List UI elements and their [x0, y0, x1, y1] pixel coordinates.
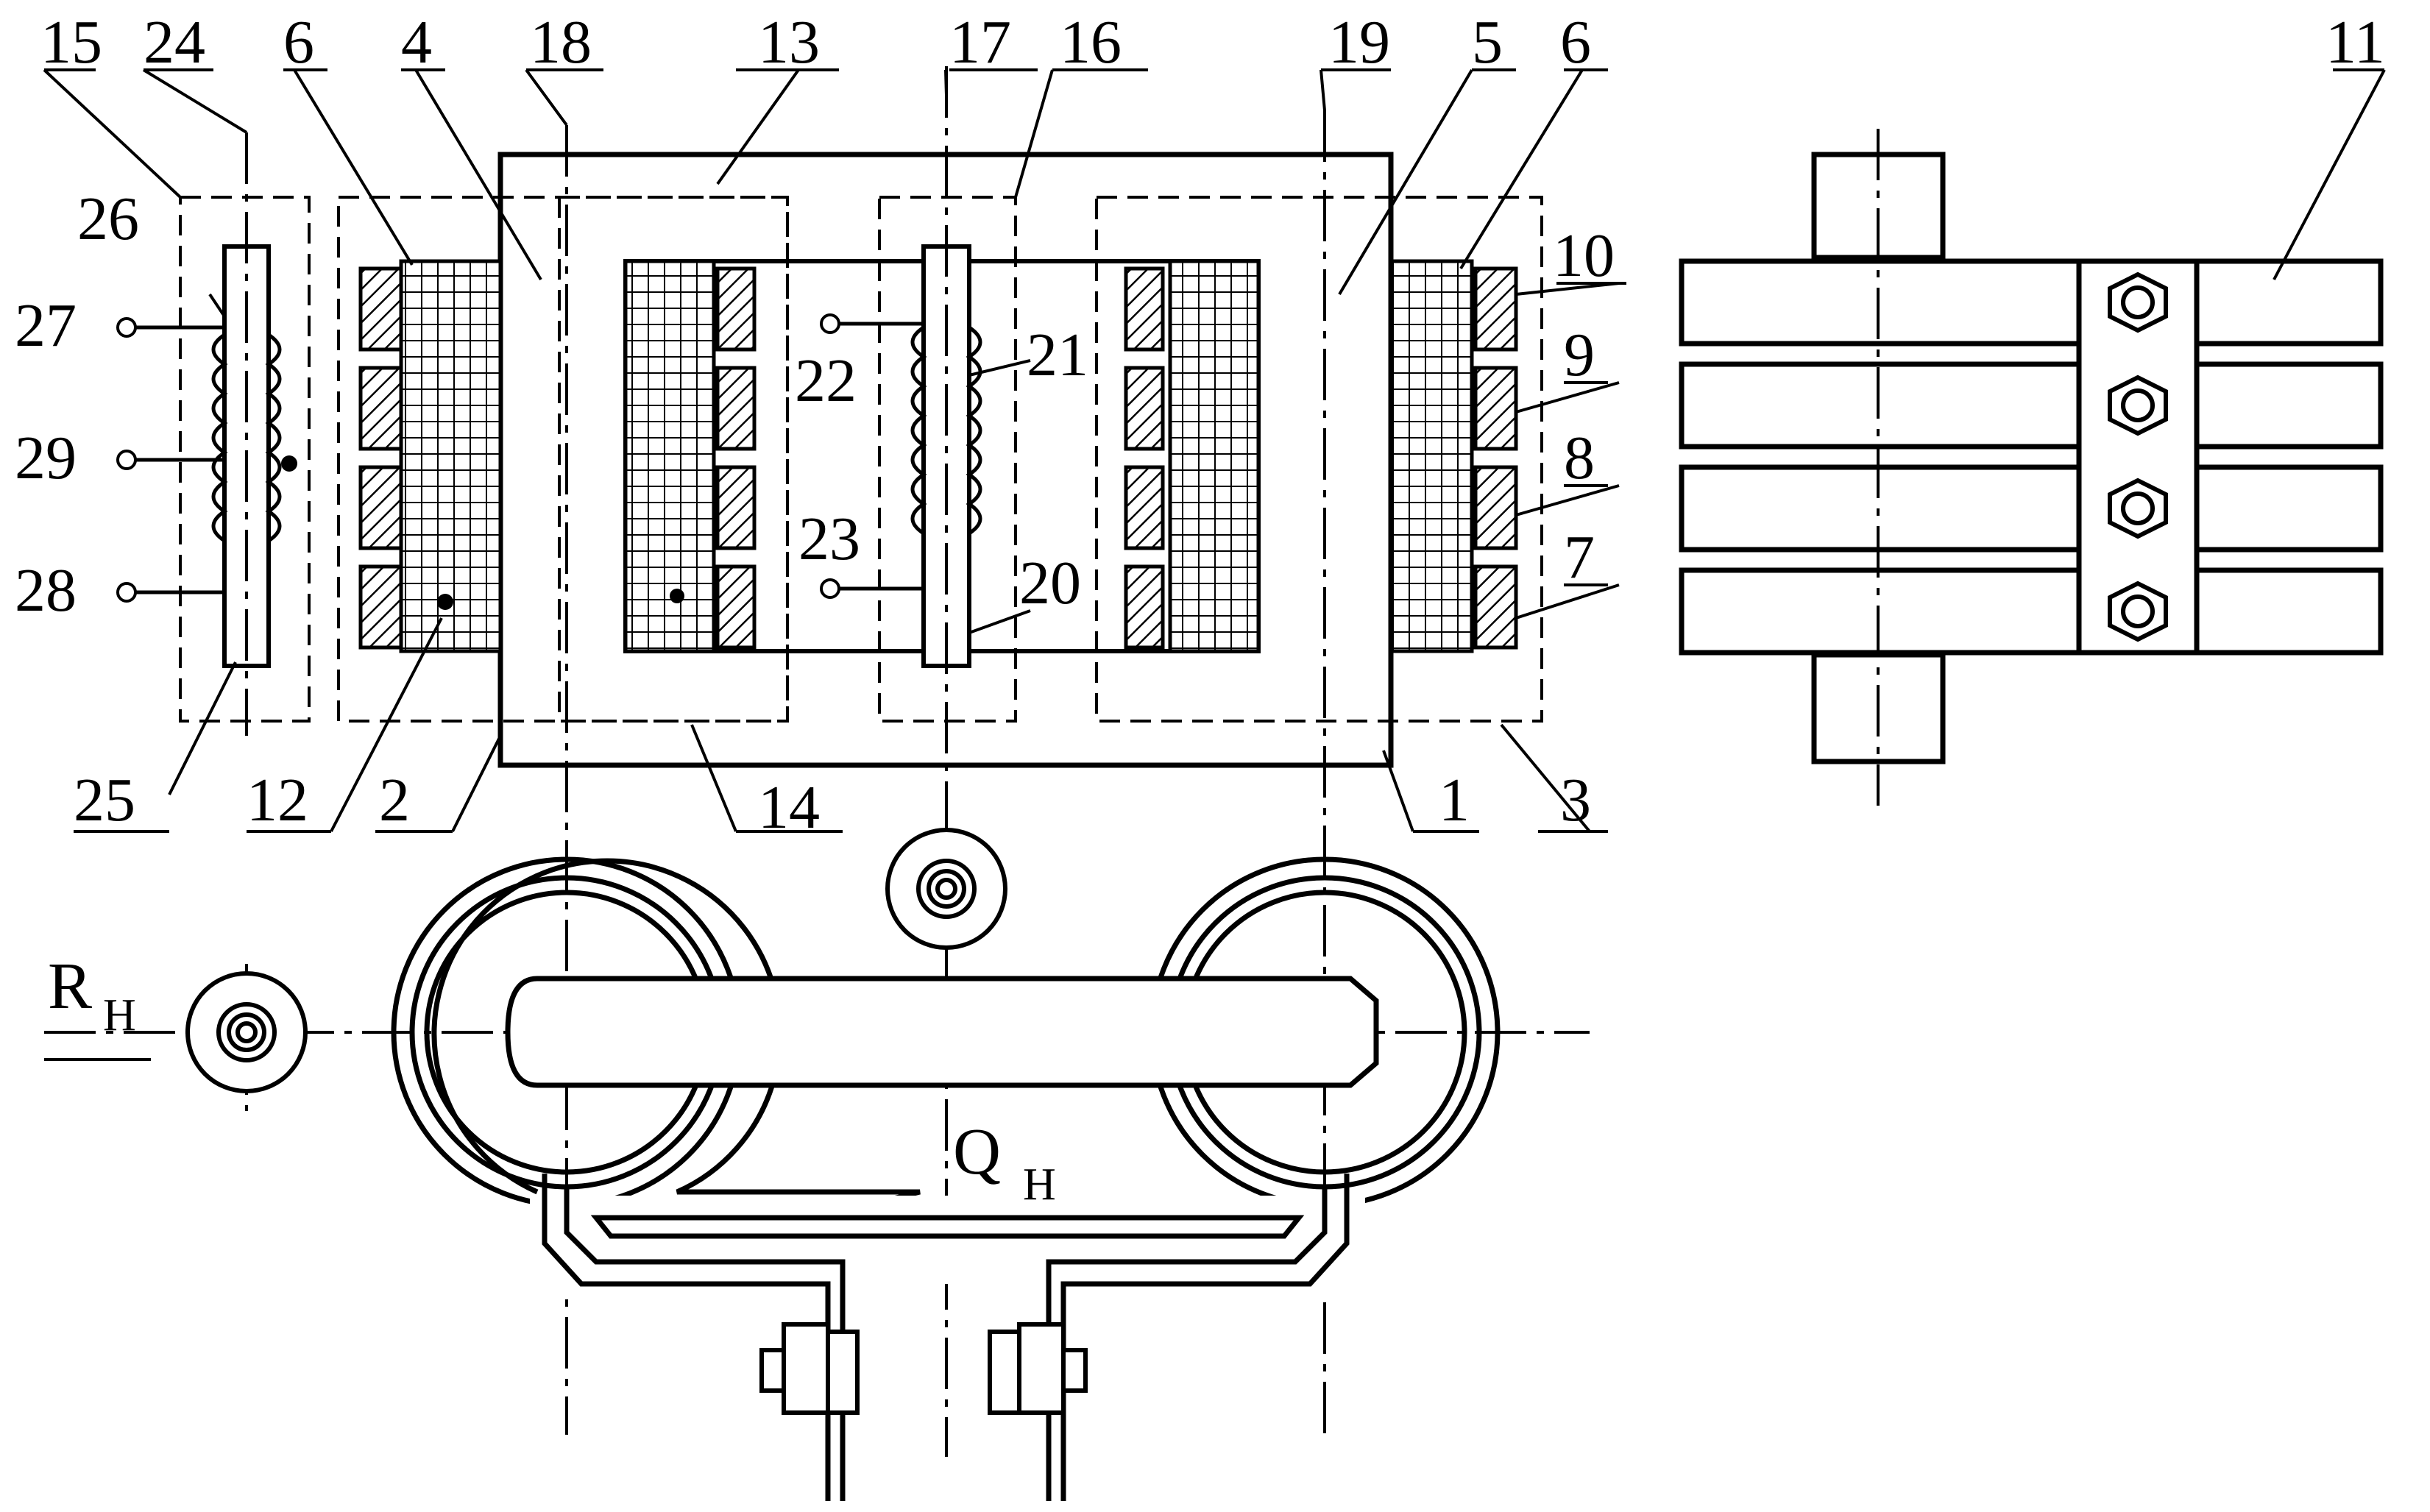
- inner-left-winding: [623, 259, 716, 653]
- terminal-28: [116, 582, 137, 603]
- left-rod-assembly: [116, 244, 297, 668]
- label-6-right: 6: [1560, 8, 1591, 77]
- label-13: 13: [758, 8, 820, 77]
- label-underlines: [44, 68, 2384, 833]
- symbol-labels: R H Q H: [48, 950, 1056, 1210]
- symbol-r: R: [48, 950, 92, 1023]
- label-8: 8: [1564, 424, 1595, 492]
- label-28: 28: [15, 556, 77, 625]
- label-14: 14: [758, 773, 820, 842]
- label-12: 12: [247, 766, 308, 834]
- label-6-left: 6: [283, 8, 314, 77]
- leader-lines: [43, 68, 2386, 1061]
- label-9: 9: [1564, 321, 1595, 389]
- label-16: 16: [1060, 8, 1122, 77]
- outer-left-winding: [358, 259, 503, 653]
- center-coil: [910, 325, 982, 536]
- label-26: 26: [77, 185, 139, 253]
- inner-left-sections: [715, 266, 757, 650]
- label-5: 5: [1472, 8, 1503, 77]
- terminal-23: [820, 578, 840, 599]
- label-7: 7: [1564, 523, 1595, 592]
- label-18: 18: [530, 8, 592, 77]
- label-11: 11: [2325, 8, 2385, 77]
- busbar-bolts: [2108, 271, 2168, 642]
- label-1: 1: [1439, 766, 1470, 834]
- left-round-terminal: [185, 971, 308, 1093]
- inner-right-winding: [1168, 259, 1261, 653]
- connecting-bar: [505, 976, 1379, 1088]
- terminal-22: [820, 313, 840, 334]
- symbol-q: Q: [953, 1115, 1001, 1188]
- label-21: 21: [1027, 321, 1088, 389]
- terminal-27: [116, 317, 137, 338]
- label-25: 25: [74, 766, 135, 834]
- label-24: 24: [144, 8, 205, 77]
- label-23: 23: [798, 505, 860, 573]
- label-17: 17: [949, 8, 1011, 77]
- label-4: 4: [401, 8, 432, 77]
- inner-right-sections: [1124, 266, 1165, 650]
- outer-right-winding: [1389, 259, 1518, 653]
- label-27: 27: [15, 291, 77, 360]
- busbar-assembly: [1679, 152, 2384, 764]
- reference-labels: 15 24 6 4 18 13 17 16 19 5 6 11 26 10 27…: [15, 8, 2385, 842]
- clamp-body: [530, 1196, 1365, 1383]
- label-29: 29: [15, 424, 77, 492]
- label-22: 22: [795, 347, 857, 415]
- bottom-bolts: [759, 1322, 1088, 1415]
- terminal-29: [116, 450, 137, 470]
- label-20: 20: [1019, 549, 1081, 617]
- symbol-q-subscript: H: [1023, 1160, 1056, 1210]
- label-19: 19: [1328, 8, 1390, 77]
- label-3: 3: [1560, 766, 1591, 834]
- top-round-terminal: [885, 828, 1007, 950]
- symbol-r-subscript: H: [103, 990, 136, 1040]
- label-15: 15: [40, 8, 102, 77]
- core-window: [623, 244, 1261, 668]
- label-10: 10: [1553, 221, 1615, 290]
- label-2: 2: [379, 766, 410, 834]
